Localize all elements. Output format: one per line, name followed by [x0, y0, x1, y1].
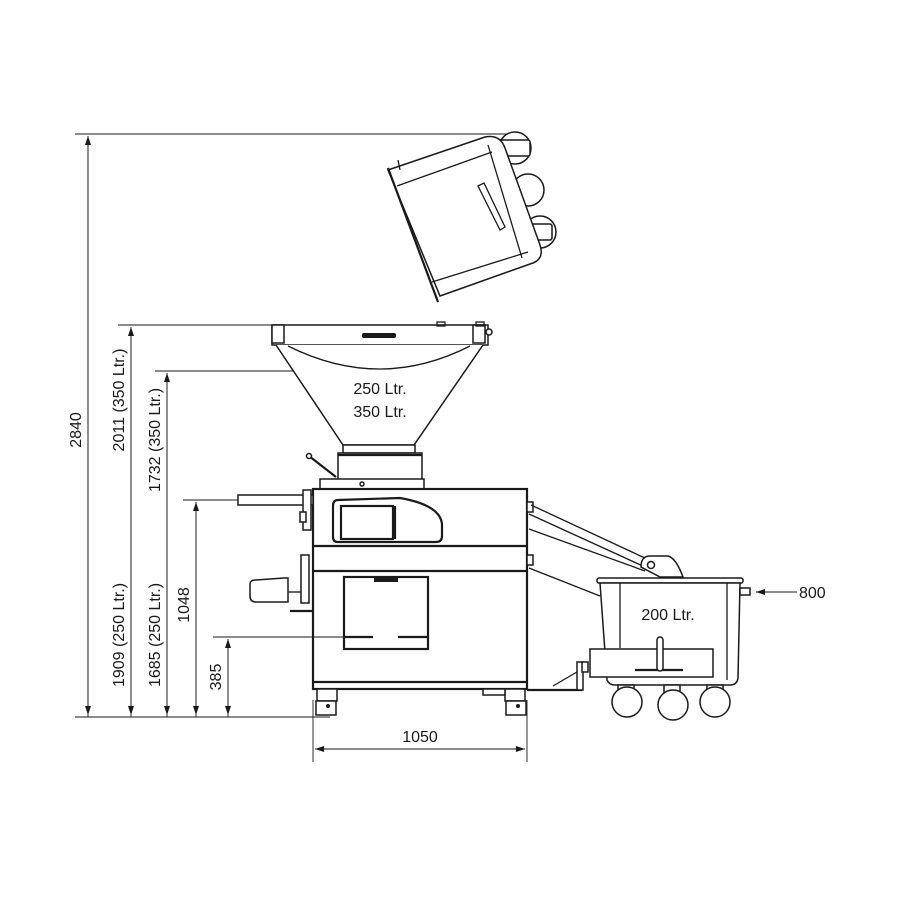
dimension-lines — [75, 133, 797, 762]
dim-1048: 1048 — [176, 587, 193, 623]
dim-1732: 1732 (350 Ltr.) — [147, 388, 164, 492]
dim-385: 385 — [208, 664, 225, 691]
dimension-labels: 2840 2011 (350 Ltr.) 1909 (250 Ltr.) 173… — [68, 349, 826, 746]
hopper-label-350: 350 Ltr. — [353, 404, 406, 421]
hopper-label-250: 250 Ltr. — [353, 381, 406, 398]
tilted-trolley — [386, 131, 557, 303]
dim-1685: 1685 (250 Ltr.) — [147, 583, 164, 687]
dim-1050: 1050 — [402, 729, 438, 746]
hopper: 250 Ltr. 350 Ltr. — [271, 321, 493, 490]
trolley-200: 200 Ltr. — [589, 577, 751, 721]
dim-800: 800 — [799, 585, 826, 602]
lift-arm — [526, 501, 685, 692]
trolley-label: 200 Ltr. — [641, 607, 694, 624]
dim-2840: 2840 — [68, 412, 85, 448]
dim-1909: 1909 (250 Ltr.) — [111, 583, 128, 687]
machine-body — [237, 487, 529, 716]
dim-2011: 2011 (350 Ltr.) — [111, 349, 128, 452]
